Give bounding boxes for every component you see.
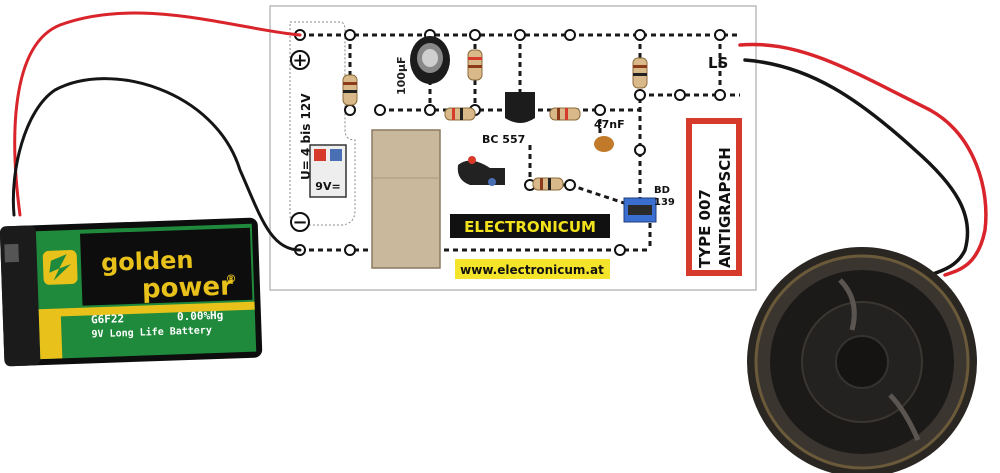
minus-terminal-badge (290, 212, 310, 232)
battery-logo-icon (42, 250, 78, 285)
transistor1-label: BC 557 (482, 133, 525, 146)
battery-wire-black (11, 77, 302, 252)
transistor2-label-line2: 139 (654, 197, 675, 208)
capacitor-label: 100µF (395, 56, 408, 95)
speaker-lead-1 (838, 278, 857, 331)
battery-9v: golden power ® G6F22 0.00%Hg 9V Long Lif… (0, 217, 263, 367)
pcb-board: + − U= 4 bis 12V 9V= 100µF (269, 5, 757, 291)
ceramic-capacitor (594, 136, 614, 152)
wires (11, 11, 988, 277)
battery-model: G6F22 (91, 312, 125, 326)
speaker-label: LS (708, 54, 728, 72)
brand-banner-bg (450, 214, 610, 238)
battery-mercury: 0.00%Hg (177, 309, 224, 324)
battery-wire-red (13, 11, 302, 217)
resistor-r4 (444, 107, 476, 121)
battery-icon-text: 9V= (315, 180, 340, 193)
speaker-wire-red (738, 42, 988, 277)
transistor-bc557 (505, 92, 535, 123)
url-bar-bg (455, 259, 610, 279)
speaker-dust-cap (835, 335, 889, 389)
type-line1: TYPE 007 (696, 189, 714, 268)
board-url: www.electronicum.at (460, 263, 604, 277)
transistor-bd139 (623, 197, 657, 223)
battery-registered-mark: ® (225, 272, 236, 285)
type-line2: ANTIGRAPSCH (716, 147, 734, 268)
electrolytic-capacitor (410, 36, 450, 84)
plus-terminal-badge (290, 50, 310, 70)
battery-yellow-stripe (38, 301, 255, 360)
plus-sign: + (292, 50, 307, 71)
wrench-icon (457, 156, 505, 186)
resistors (342, 49, 648, 191)
brand-banner: ELECTRONICUM (464, 218, 596, 236)
transistor2-label-line1: BD (654, 185, 670, 196)
battery-brand-line1: golden (101, 246, 194, 277)
resistor-r6 (532, 177, 564, 191)
speaker-wire-black (743, 58, 970, 277)
resistor-r1 (342, 74, 358, 106)
battery-label-black (80, 227, 253, 306)
cardboard-component (371, 129, 441, 269)
resistor-r2 (467, 49, 483, 81)
speaker-lead-2 (888, 393, 921, 441)
type-box-inner (692, 124, 736, 270)
battery-brand-line2: power (141, 271, 233, 304)
battery-snap (4, 243, 19, 263)
capacitor2-label: 47nF (594, 118, 625, 131)
resistor-r5 (549, 107, 581, 121)
resistor-r3 (632, 57, 648, 89)
minus-sign: − (292, 212, 307, 233)
speaker (747, 247, 977, 473)
battery-description: 9V Long Life Battery (91, 324, 212, 340)
battery-print-icon: 9V= (309, 144, 347, 198)
